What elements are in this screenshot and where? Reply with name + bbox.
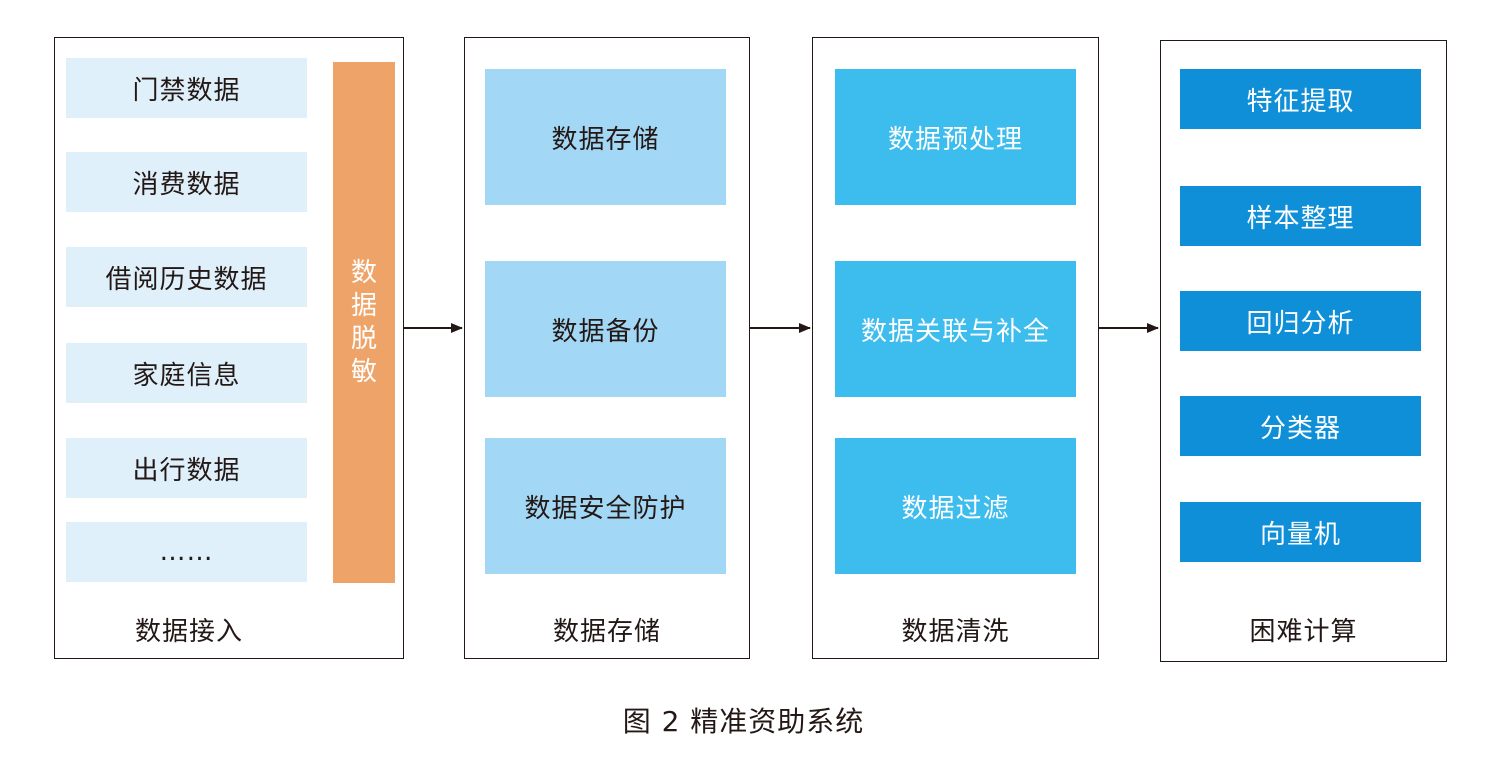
panel-difficulty-compute (1160, 40, 1447, 662)
desensitize-bar: 数据脱敏 (333, 62, 395, 583)
compute-item-vector-machine: 向量机 (1180, 502, 1421, 562)
cleaning-item-preprocess: 数据预处理 (835, 69, 1076, 205)
compute-item-sample-prep: 样本整理 (1180, 186, 1421, 246)
panel-title-storage: 数据存储 (552, 617, 661, 647)
ingest-item-family-info: 家庭信息 (66, 343, 307, 403)
panel-title-cleaning: 数据清洗 (901, 617, 1010, 647)
panel-title-ingest: 数据接入 (134, 617, 243, 647)
cleaning-item-association: 数据关联与补全 (835, 261, 1076, 397)
storage-item-backup: 数据备份 (485, 261, 726, 397)
figure-caption: 图 2 精准资助系统 (622, 705, 865, 738)
panel-title-compute: 困难计算 (1249, 617, 1358, 647)
storage-item-security: 数据安全防护 (485, 438, 726, 574)
compute-item-classifier: 分类器 (1180, 396, 1421, 456)
ingest-item-more: …… (66, 522, 307, 582)
compute-item-regression: 回归分析 (1180, 291, 1421, 351)
ingest-item-travel: 出行数据 (66, 438, 307, 498)
ingest-item-borrowing-history: 借阅历史数据 (66, 247, 307, 307)
compute-item-feature-extraction: 特征提取 (1180, 69, 1421, 129)
storage-item-storage: 数据存储 (485, 69, 726, 205)
ingest-item-consumption: 消费数据 (66, 152, 307, 212)
cleaning-item-filter: 数据过滤 (835, 438, 1076, 574)
ingest-item-access-control: 门禁数据 (66, 58, 307, 118)
desensitize-label: 数据脱敏 (350, 257, 377, 387)
